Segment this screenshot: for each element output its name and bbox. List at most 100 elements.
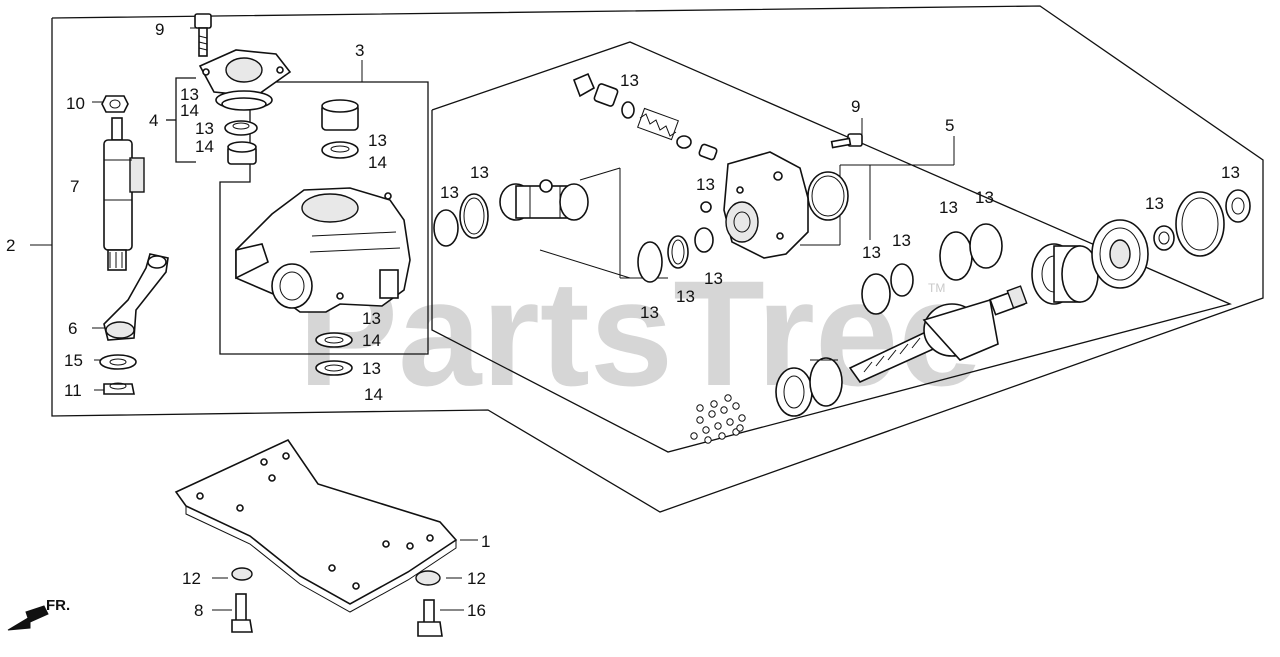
callout-16: 16 (467, 601, 486, 620)
callout-3: 3 (355, 41, 364, 60)
ball-bearing (714, 422, 722, 430)
callout-7: 7 (70, 177, 79, 196)
bearing-ring-small (224, 120, 258, 136)
mounting-plate-1 (174, 438, 458, 613)
callout-13-ring-left: 13 (440, 183, 459, 202)
lock-nut-ring (1175, 191, 1225, 257)
ball-bearing (696, 416, 704, 424)
callout-13-bearing: 13 (195, 119, 214, 138)
valve-large-oring (807, 171, 849, 221)
callout-14-lower-b: 14 (364, 385, 383, 404)
nut-10 (101, 95, 129, 113)
pitman-arm-6 (103, 253, 169, 341)
callout-6: 6 (68, 319, 77, 338)
valve-spool (499, 179, 589, 221)
bolt-16 (417, 599, 443, 637)
callout-13-mid-a: 13 (640, 303, 659, 322)
bearing-cylinder-small (227, 141, 257, 165)
callout-9-valve: 9 (851, 97, 860, 116)
ball-bearing (736, 424, 744, 432)
callout-13-oring: 13 (696, 175, 715, 194)
bearing-race-left (775, 357, 843, 417)
valve-body (723, 151, 809, 259)
callout-13-lower-b: 13 (362, 359, 381, 378)
callout-13-lower-a: 13 (362, 309, 381, 328)
ball-bearing (738, 414, 746, 422)
valve-pin (676, 135, 718, 161)
worm-shaft (848, 285, 1028, 383)
washer-15 (99, 354, 137, 370)
callout-14-cover: 14 (180, 101, 199, 120)
callout-14-bearing: 14 (195, 137, 214, 156)
ball-bearing (726, 418, 734, 426)
callout-9-top: 9 (155, 20, 164, 39)
ball-bearing (732, 402, 740, 410)
callout-14-housing: 14 (368, 153, 387, 172)
valve-spring-coil (637, 107, 679, 141)
callout-2: 2 (6, 236, 15, 255)
seal-ring-pair-left (433, 193, 489, 247)
seal-rings-middle (637, 227, 714, 283)
ball-bearing (708, 410, 716, 418)
callout-5: 5 (945, 116, 954, 135)
callout-13-mid-c: 13 (704, 269, 723, 288)
ball-bearing (718, 432, 726, 440)
bearing-cylinder-3 (321, 99, 359, 131)
washer-12-left (231, 567, 253, 581)
bearing-cup (1091, 219, 1149, 289)
ball-bearing (696, 404, 704, 412)
callout-1: 1 (481, 532, 490, 551)
valve-frame-5 (431, 41, 1232, 453)
callout-13-pair-b: 13 (892, 231, 911, 250)
seal-ring-3 (321, 141, 359, 159)
valve-small-oring (700, 201, 712, 213)
callout-13-small-bearing: 13 (1145, 194, 1164, 213)
bolt-9-top (194, 13, 212, 57)
assembly-boundary-2 (51, 5, 1264, 513)
callout-15: 15 (64, 351, 83, 370)
front-direction-arrow: FR. (7, 597, 70, 631)
callout-14-lower-a: 14 (362, 331, 381, 350)
callout-13-mid-b: 13 (676, 287, 695, 306)
callout-12-left: 12 (182, 569, 201, 588)
ball-bearing (724, 394, 732, 402)
ball-bearings (690, 394, 746, 444)
callout-8: 8 (194, 601, 203, 620)
cover-plate (198, 49, 292, 111)
seal-rings-lower-pair (861, 263, 914, 315)
callout-4: 4 (149, 111, 158, 130)
washer-12-right (415, 570, 441, 586)
watermark-trademark: TM (928, 281, 945, 295)
end-bearing (1225, 189, 1251, 223)
seal-ring-lower-a (315, 332, 353, 348)
small-bearing-right (1153, 225, 1175, 251)
ball-bearing (702, 426, 710, 434)
callout-11: 11 (64, 381, 82, 400)
callout-13-cover: 13 (180, 85, 199, 104)
gearbox-housing (235, 187, 411, 313)
bolt-9-valve (830, 133, 863, 149)
callout-12-right: 12 (467, 569, 486, 588)
callout-13-upper-b: 13 (975, 188, 994, 207)
ball-bearing (690, 432, 698, 440)
callout-10: 10 (66, 94, 85, 113)
nut-11 (103, 382, 135, 395)
ball-bearing (704, 436, 712, 444)
callout-13-ring-left-b: 13 (470, 163, 489, 182)
callout-13-end: 13 (1221, 163, 1240, 182)
callout-13-upper-a: 13 (939, 198, 958, 217)
sector-shaft-7 (103, 117, 145, 271)
ball-bearing (710, 400, 718, 408)
callout-13-plug: 13 (620, 71, 639, 90)
bearing-assembly-right (1031, 243, 1099, 305)
plug-nut (572, 72, 596, 98)
ball-bearing (720, 406, 728, 414)
bolt-8 (231, 593, 253, 633)
callout-labels: 9 13 14 10 4 13 14 7 2 6 15 11 3 13 14 1… (6, 20, 1240, 620)
seal-rings-upper-pair (939, 223, 1003, 281)
front-direction-label: FR. (46, 597, 70, 614)
callout-13-housing: 13 (368, 131, 387, 150)
valve-spring-upper (593, 83, 635, 119)
seal-ring-lower-b (315, 360, 353, 376)
